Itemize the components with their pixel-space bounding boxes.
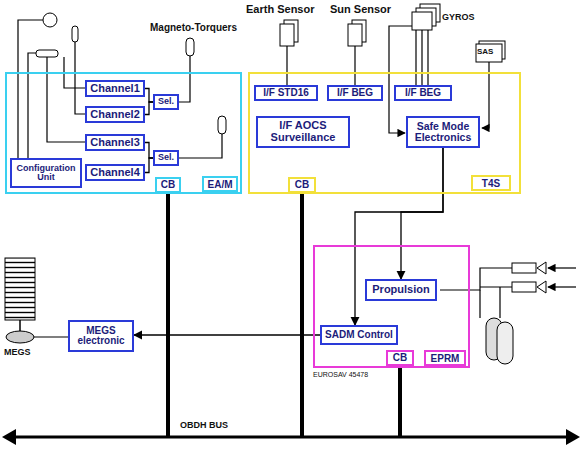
connector: [145, 158, 153, 173]
bus-stub: [300, 193, 304, 436]
bus-stub: [398, 366, 402, 436]
process-box: Channel1: [85, 80, 145, 97]
process-box: MEGS electronic: [68, 320, 134, 352]
box-label: Configuration Unit: [15, 164, 77, 183]
actuator-icon: [72, 26, 78, 42]
part-label: Magneto-Torquers: [150, 22, 237, 33]
process-box: SADM Control: [320, 325, 398, 345]
process-box: CB: [155, 177, 181, 193]
process-box: Propulsion: [365, 279, 437, 301]
sun-sensor-icon: [348, 24, 362, 46]
wire: [548, 267, 576, 268]
box-label: CB: [295, 180, 309, 191]
wire: [75, 42, 85, 114]
wheel-icon: [43, 13, 57, 27]
process-box: Channel4: [85, 164, 145, 181]
part-label: Sun Sensor: [330, 3, 391, 15]
process-box: Sel.: [153, 150, 179, 166]
earth-sensor-icon: [280, 24, 294, 46]
part-label: EUROSAV 45478: [313, 371, 368, 378]
box-label: CB: [161, 180, 175, 191]
wire: [415, 30, 416, 85]
connector: [134, 334, 320, 335]
bus-stub: [166, 193, 170, 436]
box-label: I/F BEG: [337, 88, 373, 99]
connector: [145, 143, 153, 159]
wire: [286, 46, 287, 85]
box-label: I/F STD16: [263, 88, 309, 99]
unit-name: T4S: [471, 175, 511, 191]
connector: [355, 148, 443, 325]
process-box: I/F STD16: [254, 85, 318, 101]
wire: [34, 336, 68, 337]
part-label: SAS: [477, 47, 493, 56]
process-box: Safe Mode Electronics: [406, 116, 480, 148]
wire: [178, 56, 190, 102]
actuator-icon: [36, 50, 58, 57]
process-box: I/F BEG: [394, 85, 452, 101]
box-label: Channel4: [90, 167, 140, 179]
wire: [28, 53, 36, 158]
wire: [421, 30, 422, 85]
unit-box: I/F STD16 I/F BEG I/F BEG I/F AOCS Surveill…: [248, 72, 521, 194]
box-label: CB: [393, 353, 407, 364]
box-label: Safe Mode Electronics: [411, 121, 475, 143]
box-label: Propulsion: [372, 284, 429, 296]
box-label: Channel3: [90, 137, 140, 149]
bus-arrowhead: [2, 429, 16, 445]
thruster-nozzle: [537, 262, 546, 274]
megs-panel: [5, 258, 35, 320]
part-label: MEGS: [4, 347, 31, 357]
tank: [497, 322, 513, 364]
process-box: CB: [386, 350, 414, 366]
unit-box: Channel1Sel.Channel2Channel3Sel.Configur…: [5, 72, 242, 194]
wire: [548, 286, 576, 287]
box-label: Channel1: [90, 83, 140, 95]
thruster: [512, 282, 536, 292]
box-label: MEGS electronic: [73, 326, 129, 347]
unit-box: PropulsionSADM ControlCB EPRM: [313, 245, 470, 368]
process-box: Channel3: [85, 134, 145, 151]
wire: [178, 134, 222, 158]
part-label: GYROS: [442, 12, 475, 22]
box-label: I/F AOCS Surveillance: [261, 120, 345, 143]
part-label: Earth Sensor: [246, 3, 314, 15]
process-box: Configuration Unit: [10, 158, 82, 188]
wire: [18, 20, 43, 158]
magneto-torquer-icon: [218, 116, 226, 134]
box-label: Sel.: [158, 97, 174, 106]
box-label: I/F BEG: [405, 88, 441, 99]
gyro-icon: [412, 12, 432, 30]
unit-name: EA/M: [202, 176, 238, 192]
box-label: Channel2: [90, 109, 140, 121]
box-label: Sel.: [158, 153, 174, 162]
megs-mast: [19, 320, 21, 332]
process-box: Channel2: [85, 106, 145, 123]
pipe: [480, 287, 512, 318]
bus-arrowhead: [566, 429, 580, 445]
process-box: I/F AOCS Surveillance: [256, 116, 350, 148]
connector: [145, 89, 153, 103]
wire: [47, 57, 85, 142]
wire: [427, 30, 428, 85]
process-box: Sel.: [153, 94, 179, 110]
megs-disc: [6, 331, 34, 343]
bus-line: [14, 436, 568, 439]
magneto-torquer-icon: [186, 38, 194, 56]
box-label: SADM Control: [325, 330, 393, 341]
process-box: CB: [288, 177, 316, 193]
unit-name: EPRM: [424, 350, 466, 366]
part-label: OBDH BUS: [180, 420, 228, 430]
sas-icon: [476, 44, 502, 62]
process-box: I/F BEG: [327, 85, 383, 101]
connector: [145, 102, 153, 115]
thruster: [512, 263, 536, 273]
wire: [354, 46, 355, 85]
thruster-nozzle: [537, 281, 546, 293]
connector: [401, 148, 443, 279]
